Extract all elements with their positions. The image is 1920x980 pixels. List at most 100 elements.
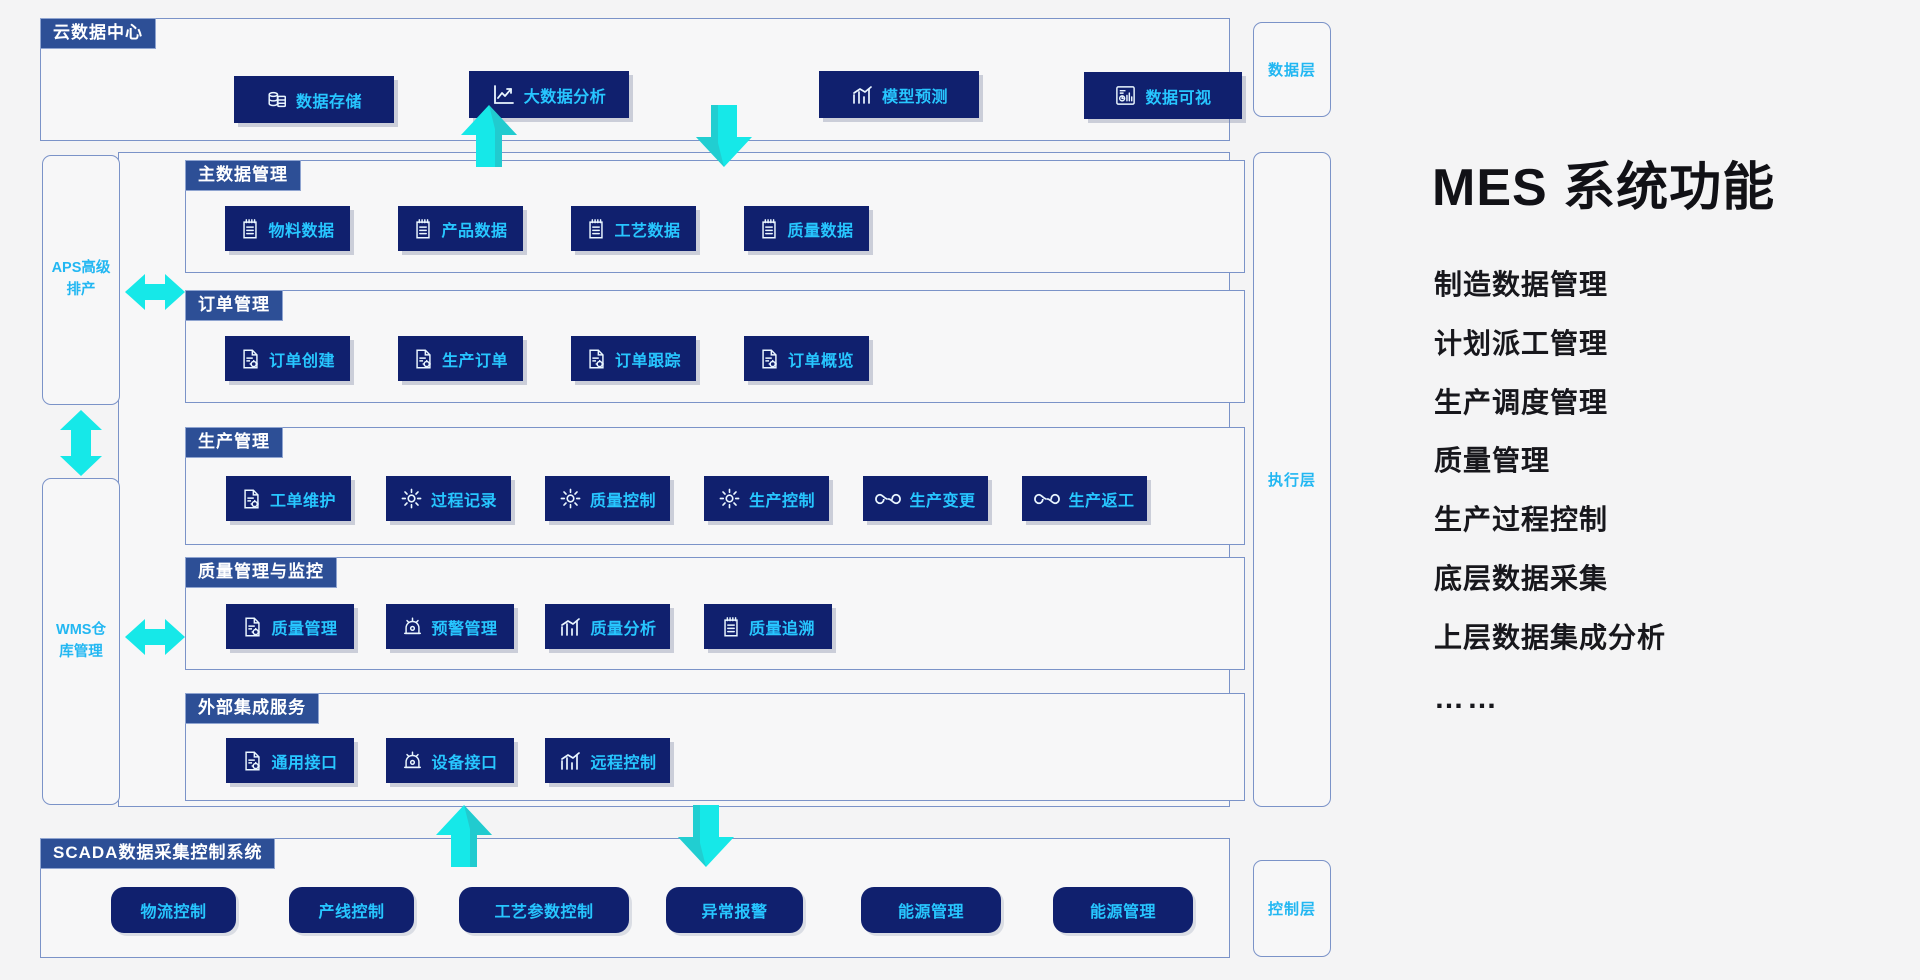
tile-quality-1[interactable]: 预警管理 bbox=[386, 604, 514, 649]
line-chart-icon bbox=[492, 83, 516, 107]
tile-label: 设备接口 bbox=[431, 754, 498, 772]
tile-master-0[interactable]: 物料数据 bbox=[225, 206, 350, 251]
tile-cloud-0[interactable]: 数据存储 bbox=[234, 76, 394, 123]
tile-label: 质量数据 bbox=[787, 222, 854, 240]
tile-label: 生产变更 bbox=[909, 492, 976, 510]
list-item-ellipsis: …… bbox=[1434, 681, 1500, 715]
document-gear-icon bbox=[241, 488, 262, 510]
side-box-wms[interactable]: WMS仓库管理 bbox=[42, 478, 120, 805]
dashboard-icon bbox=[1114, 84, 1137, 107]
tile-label: 模型预测 bbox=[881, 88, 948, 106]
tile-label: 远程控制 bbox=[590, 754, 657, 772]
side-box-label: APS高级排产 bbox=[51, 260, 111, 298]
tile-production-4[interactable]: 生产变更 bbox=[863, 476, 988, 521]
tile-master-1[interactable]: 产品数据 bbox=[398, 206, 523, 251]
clipboard-icon bbox=[240, 218, 260, 240]
tile-label: 订单跟踪 bbox=[614, 352, 681, 370]
tile-quality-0[interactable]: 质量管理 bbox=[226, 604, 354, 649]
tile-master-3[interactable]: 质量数据 bbox=[744, 206, 869, 251]
panel-title-order: 订单管理 bbox=[185, 290, 283, 321]
side-box-aps[interactable]: APS高级排产 bbox=[42, 155, 120, 405]
clipboard-icon bbox=[759, 218, 779, 240]
tile-master-2[interactable]: 工艺数据 bbox=[571, 206, 696, 251]
panel-scada: SCADA数据采集控制系统 物流控制 产线控制 工艺参数控制 异常报警 能源管理… bbox=[40, 838, 1230, 958]
tile-label: 过程记录 bbox=[430, 492, 497, 510]
panel-order-management: 订单管理 订单创建 生产订单 bbox=[185, 290, 1245, 403]
list-item: 计划派工管理 bbox=[1434, 327, 1609, 359]
clipboard-icon bbox=[721, 616, 741, 638]
panel-production-management: 生产管理 工单维护 过程记录 bbox=[185, 427, 1245, 545]
feature-list: 制造数据管理 计划派工管理 生产调度管理 质量管理 生产过程控制 底层数据采集 … bbox=[1434, 269, 1894, 743]
tile-label: 质量控制 bbox=[589, 492, 656, 510]
pill-scada-2[interactable]: 工艺参数控制 bbox=[459, 887, 629, 933]
panel-quality-management: 质量管理与监控 质量管理 预警管理 bbox=[185, 557, 1245, 670]
tile-production-5[interactable]: 生产返工 bbox=[1022, 476, 1147, 521]
list-item: 上层数据集成分析 bbox=[1434, 621, 1667, 653]
tile-integration-1[interactable]: 设备接口 bbox=[386, 738, 514, 783]
list-item: 生产调度管理 bbox=[1434, 386, 1609, 418]
clipboard-icon bbox=[413, 218, 433, 240]
tile-label: 预警管理 bbox=[431, 620, 498, 638]
document-gear-icon bbox=[759, 348, 780, 370]
document-gear-icon bbox=[586, 348, 607, 370]
list-item: 制造数据管理 bbox=[1434, 269, 1609, 300]
arrow-up-scada-to-execution bbox=[430, 805, 498, 867]
panel-title-cloud: 云数据中心 bbox=[40, 18, 156, 49]
document-gear-icon bbox=[242, 616, 263, 638]
arrow-bidirectional-aps bbox=[125, 270, 185, 314]
pill-scada-0[interactable]: 物流控制 bbox=[111, 887, 236, 933]
tile-cloud-2[interactable]: 模型预测 bbox=[819, 71, 979, 118]
panel-title-quality: 质量管理与监控 bbox=[185, 557, 337, 588]
tile-production-0[interactable]: 工单维护 bbox=[226, 476, 351, 521]
list-item: 底层数据采集 bbox=[1434, 562, 1609, 594]
tile-order-1[interactable]: 生产订单 bbox=[398, 336, 523, 381]
panel-master-data: 主数据管理 物料数据 产品数据 bbox=[185, 160, 1245, 273]
arrow-down-execution-to-scada bbox=[672, 805, 740, 867]
database-icon bbox=[266, 89, 288, 111]
bar-trend-icon bbox=[558, 615, 582, 639]
arrow-bidirectional-wms bbox=[125, 615, 185, 659]
tile-production-1[interactable]: 过程记录 bbox=[386, 476, 511, 521]
list-item: 质量管理 bbox=[1434, 445, 1551, 477]
layer-label: 控制层 bbox=[1267, 901, 1316, 918]
tile-label: 通用接口 bbox=[271, 754, 338, 772]
panel-title-integration: 外部集成服务 bbox=[185, 693, 319, 724]
tile-cloud-1[interactable]: 大数据分析 bbox=[469, 71, 629, 118]
tile-label: 物料数据 bbox=[268, 222, 335, 240]
tile-order-3[interactable]: 订单概览 bbox=[744, 336, 869, 381]
tile-label: 质量分析 bbox=[590, 620, 657, 638]
pill-scada-1[interactable]: 产线控制 bbox=[289, 887, 414, 933]
tile-cloud-3[interactable]: 数据可视 bbox=[1084, 72, 1242, 119]
pill-scada-5[interactable]: 能源管理 bbox=[1053, 887, 1193, 933]
alarm-icon bbox=[402, 616, 423, 638]
arrow-vertical-aps-wms bbox=[58, 410, 104, 476]
document-gear-icon bbox=[240, 348, 261, 370]
layer-box-execution: 执行层 bbox=[1253, 152, 1331, 807]
pill-label: 产线控制 bbox=[318, 904, 385, 921]
tile-label: 生产控制 bbox=[748, 492, 815, 510]
document-gear-icon bbox=[242, 750, 263, 772]
tile-quality-3[interactable]: 质量追溯 bbox=[704, 604, 832, 649]
pill-scada-4[interactable]: 能源管理 bbox=[861, 887, 1001, 933]
panel-title-scada: SCADA数据采集控制系统 bbox=[40, 838, 276, 869]
tile-integration-0[interactable]: 通用接口 bbox=[226, 738, 354, 783]
side-box-label: WMS仓库管理 bbox=[56, 621, 106, 660]
tile-label: 大数据分析 bbox=[523, 88, 607, 106]
pill-scada-3[interactable]: 异常报警 bbox=[666, 887, 803, 933]
arrow-down-cloud-to-execution bbox=[690, 105, 758, 167]
layer-label: 执行层 bbox=[1267, 472, 1316, 489]
tile-order-0[interactable]: 订单创建 bbox=[225, 336, 350, 381]
panel-external-integration: 外部集成服务 通用接口 设备接口 bbox=[185, 693, 1245, 801]
tile-production-3[interactable]: 生产控制 bbox=[704, 476, 829, 521]
tile-integration-2[interactable]: 远程控制 bbox=[545, 738, 670, 783]
tile-order-2[interactable]: 订单跟踪 bbox=[571, 336, 696, 381]
tile-production-2[interactable]: 质量控制 bbox=[545, 476, 670, 521]
layer-label: 数据层 bbox=[1267, 62, 1316, 79]
clipboard-icon bbox=[586, 218, 606, 240]
panel-title-production: 生产管理 bbox=[185, 427, 283, 458]
tile-label: 生产订单 bbox=[441, 352, 508, 370]
pill-label: 异常报警 bbox=[701, 904, 768, 921]
tile-quality-2[interactable]: 质量分析 bbox=[545, 604, 670, 649]
page-title: MES 系统功能 bbox=[1432, 159, 1776, 217]
